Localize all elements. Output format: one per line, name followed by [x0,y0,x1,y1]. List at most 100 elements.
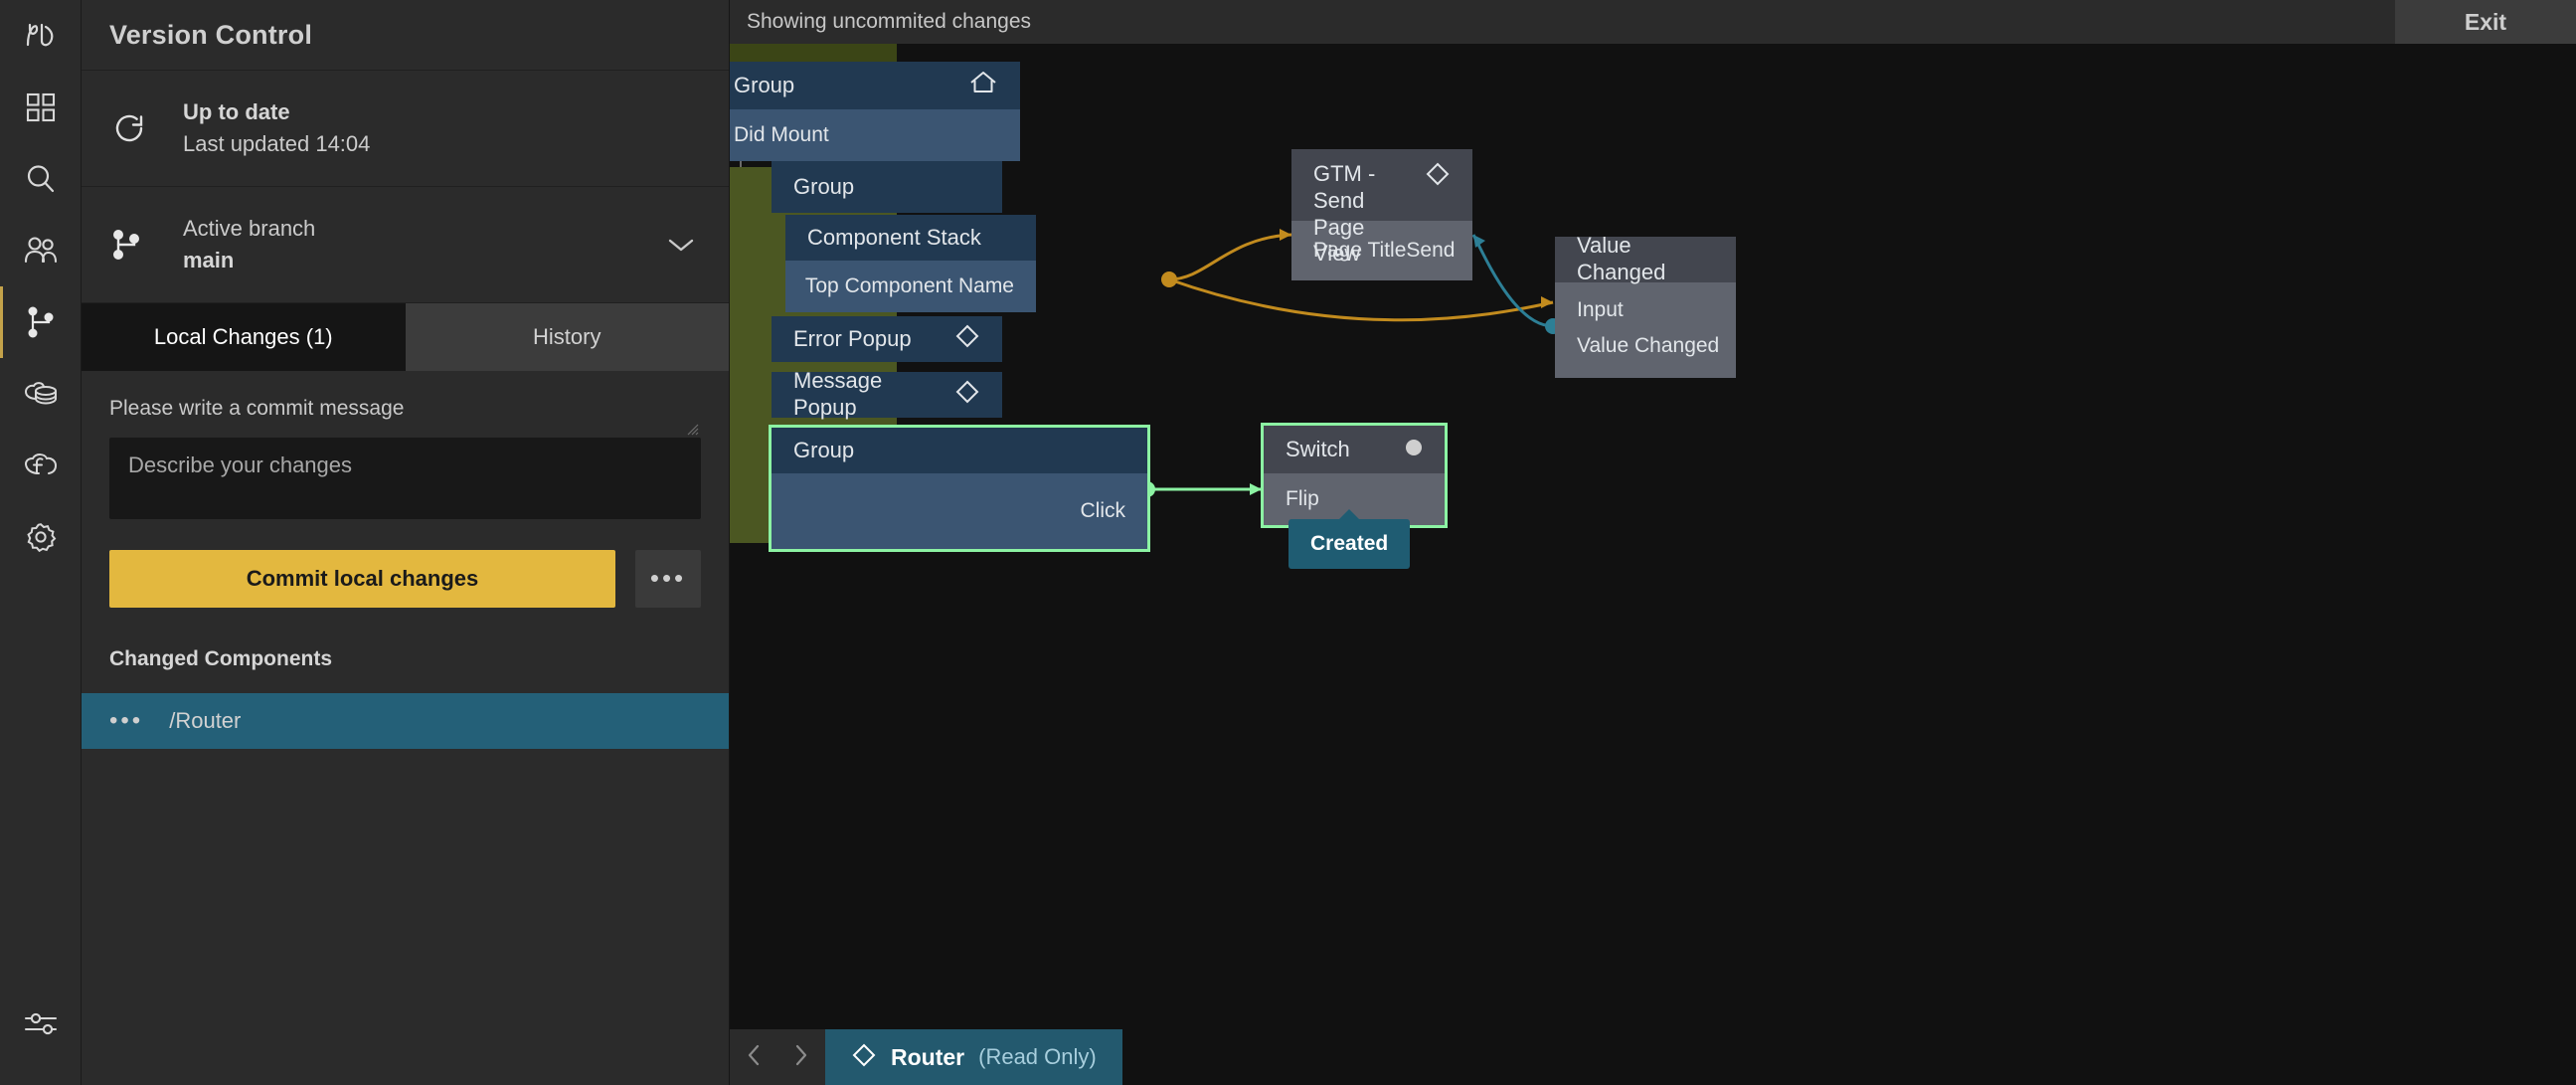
diamond-icon [954,379,980,411]
port-gtm-row[interactable]: Page Title Send [1291,221,1472,280]
cloud-data-icon[interactable] [0,358,82,430]
port-top-component-name[interactable]: Top Component Name [804,274,1014,297]
node-component-stack-header: Component Stack [785,215,1036,261]
chevron-right-icon[interactable] [785,1042,817,1073]
port-value-changed[interactable]: Value Changed [1577,334,1720,357]
node-group-click-title: Group [793,437,855,462]
breadcrumb-readonly-badge: (Read Only) [978,1044,1097,1069]
active-branch-label: Active branch [183,215,316,241]
icon-rail-top [0,0,81,573]
page-title: Version Control [109,19,313,50]
node-gtm-header: GTM - Send Page View [1291,149,1472,266]
node-value-changed-title: Value Changed [1577,233,1666,284]
active-branch-value: main [183,247,235,272]
node-message-popup[interactable]: Message Popup [772,368,1002,420]
node-switch-title: Switch [1286,436,1350,461]
node-gtm-body: Page Title Send [1291,221,1472,280]
branch-icon [109,225,183,265]
uncommitted-status-text: Showing uncommited changes [747,10,1032,33]
active-branch-text: Active branch main [183,213,661,276]
panel-header: Version Control [82,0,729,71]
diamond-icon [1425,161,1451,193]
node-group-click[interactable]: Group Click [769,425,1150,552]
sidebar-item-version-control[interactable] [0,286,82,358]
node-group-root-body: Did Mount [730,109,1020,161]
team-icon[interactable] [0,215,82,286]
node-group-root-title: Group [734,72,795,97]
node-message-popup-title: Message Popup [793,368,883,420]
commit-message-label: Please write a commit message [109,396,405,420]
commit-actions: Commit local changes ••• [109,549,701,608]
active-indicator [0,286,3,358]
sync-status-text: Up to date Last updated 14:04 [183,96,701,160]
node-gtm-send-page-view[interactable]: GTM - Send Page View Page Title Send [1291,149,1472,280]
port-flip[interactable]: Flip [1286,487,1319,510]
diamond-icon [851,1042,877,1073]
cloud-functions-icon[interactable] [0,430,82,501]
node-group-click-header: Group [772,428,1147,473]
commit-message-input[interactable] [109,437,701,519]
commit-local-changes-button[interactable]: Commit local changes [109,549,615,608]
port-send: Send [1406,239,1456,262]
port-click[interactable]: Click [1080,499,1126,522]
exit-button[interactable]: Exit [2395,0,2576,44]
changed-components-title: Changed Components [109,646,332,670]
node-gtm-title: GTM - Send Page View [1313,161,1376,267]
tooltip-created: Created [1288,509,1411,569]
tab-local-changes[interactable]: Local Changes (1) [82,302,406,371]
connection-wires [1139,229,1561,497]
node-component-stack[interactable]: Component Stack Top Component Name [785,215,1036,312]
noodl-logo-icon[interactable] [0,0,82,72]
active-branch-row[interactable]: Active branch main [82,187,729,303]
resize-grip-icon [687,424,699,435]
node-value-changed-header: Value Changed [1555,233,1736,284]
node-value-changed[interactable]: Value Changed Input Value Changed [1555,233,1736,378]
refresh-icon [109,108,183,148]
sliders-icon[interactable] [0,988,82,1059]
node-component-stack-body: Top Component Name [785,261,1036,312]
dot-icon [1405,437,1423,462]
changed-component-name: /Router [169,707,242,733]
row-more-icon[interactable]: ••• [109,706,144,734]
icon-rail [0,0,82,1085]
node-group-click-body: Click [772,473,1147,549]
node-error-popup-header: Error Popup [772,316,1002,362]
sync-status-secondary: Last updated 14:04 [183,130,371,156]
node-group-child-header: Group [772,161,1002,213]
version-control-panel: Version Control Up to date Last updated … [82,0,730,1085]
node-graph-canvas[interactable]: Get Noodl Download Links REST Fetch plat… [730,44,2576,1085]
breadcrumb[interactable]: Router (Read Only) [825,1029,1122,1085]
panel-tabs: Local Changes (1) History [82,302,729,371]
port-did-mount[interactable]: Did Mount [734,123,829,146]
node-error-popup[interactable]: Error Popup [772,316,1002,362]
search-icon[interactable] [0,143,82,215]
port-input[interactable]: Input [1577,298,1624,321]
home-icon [968,70,998,101]
breadcrumb-name: Router [891,1043,965,1070]
node-group-root-header: Group [730,62,1020,109]
breadcrumb-nav [730,1029,825,1085]
node-group-child[interactable]: Group [772,161,1002,213]
commit-section: Please write a commit message Commit loc… [82,371,729,608]
node-component-stack-title: Component Stack [807,224,981,250]
node-error-popup-title: Error Popup [793,325,912,351]
port-page-title: Page Title [1313,239,1407,262]
node-group-root[interactable]: Group Did Mount [730,62,1020,161]
node-message-popup-header: Message Popup [772,368,1002,420]
tab-history[interactable]: History [405,302,729,371]
node-graph-inner: Get Noodl Download Links REST Fetch plat… [730,44,2576,1085]
sync-status-primary: Up to date [183,99,290,124]
chevron-left-icon[interactable] [738,1042,770,1073]
sync-status-row[interactable]: Up to date Last updated 14:04 [82,71,729,187]
diamond-icon [954,323,980,355]
top-status-bar: Showing uncommited changes Exit [730,0,2576,44]
table-row[interactable]: ••• /Router [82,692,729,749]
node-value-changed-body: Input Value Changed [1555,282,1736,378]
settings-gear-icon[interactable] [0,501,82,573]
chevron-down-icon[interactable] [661,236,701,254]
commit-more-options-button[interactable]: ••• [635,549,701,608]
breadcrumb-bar: Router (Read Only) [730,1025,2576,1085]
node-switch-header: Switch [1264,426,1445,473]
components-grid-icon[interactable] [0,72,82,143]
